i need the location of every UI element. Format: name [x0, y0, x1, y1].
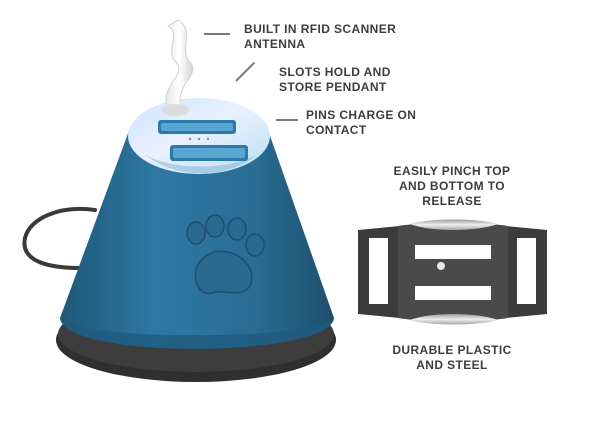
buckle-clip-icon	[358, 219, 547, 325]
antenna-callout-line2: ANTENNA	[244, 37, 306, 51]
buckle-instruction-callout: EASILY PINCH TOP AND BOTTOM TO RELEASE	[378, 164, 526, 209]
buckle-instruction-line1: EASILY PINCH TOP	[393, 164, 511, 178]
pins-callout-line1: PINS CHARGE ON	[306, 108, 417, 122]
power-cable	[22, 207, 97, 270]
device-top	[128, 98, 270, 174]
antenna-callout: BUILT IN RFID SCANNER ANTENNA	[244, 22, 396, 52]
slots-callout-line1: SLOTS HOLD AND	[279, 65, 391, 79]
material-callout-line1: DURABLE PLASTIC	[392, 343, 512, 357]
pins-callout-line2: CONTACT	[306, 123, 367, 137]
antenna-callout-line1: BUILT IN RFID SCANNER	[244, 22, 397, 36]
buckle-instruction-line3: RELEASE	[422, 194, 482, 208]
paw-print-icon	[186, 214, 265, 295]
material-callout-line2: AND STEEL	[416, 358, 488, 372]
slots-callout: SLOTS HOLD AND STORE PENDANT	[279, 65, 391, 95]
material-callout: DURABLE PLASTIC AND STEEL	[378, 343, 526, 373]
buckle-instruction-line2: AND BOTTOM TO	[398, 179, 506, 193]
pendant-slots	[158, 120, 248, 161]
pins-leader-line	[276, 119, 298, 121]
antenna-leader-line	[204, 33, 230, 35]
rfid-antenna-icon	[165, 19, 194, 111]
slots-callout-line2: STORE PENDANT	[279, 80, 387, 94]
pins-callout: PINS CHARGE ON CONTACT	[306, 108, 416, 138]
